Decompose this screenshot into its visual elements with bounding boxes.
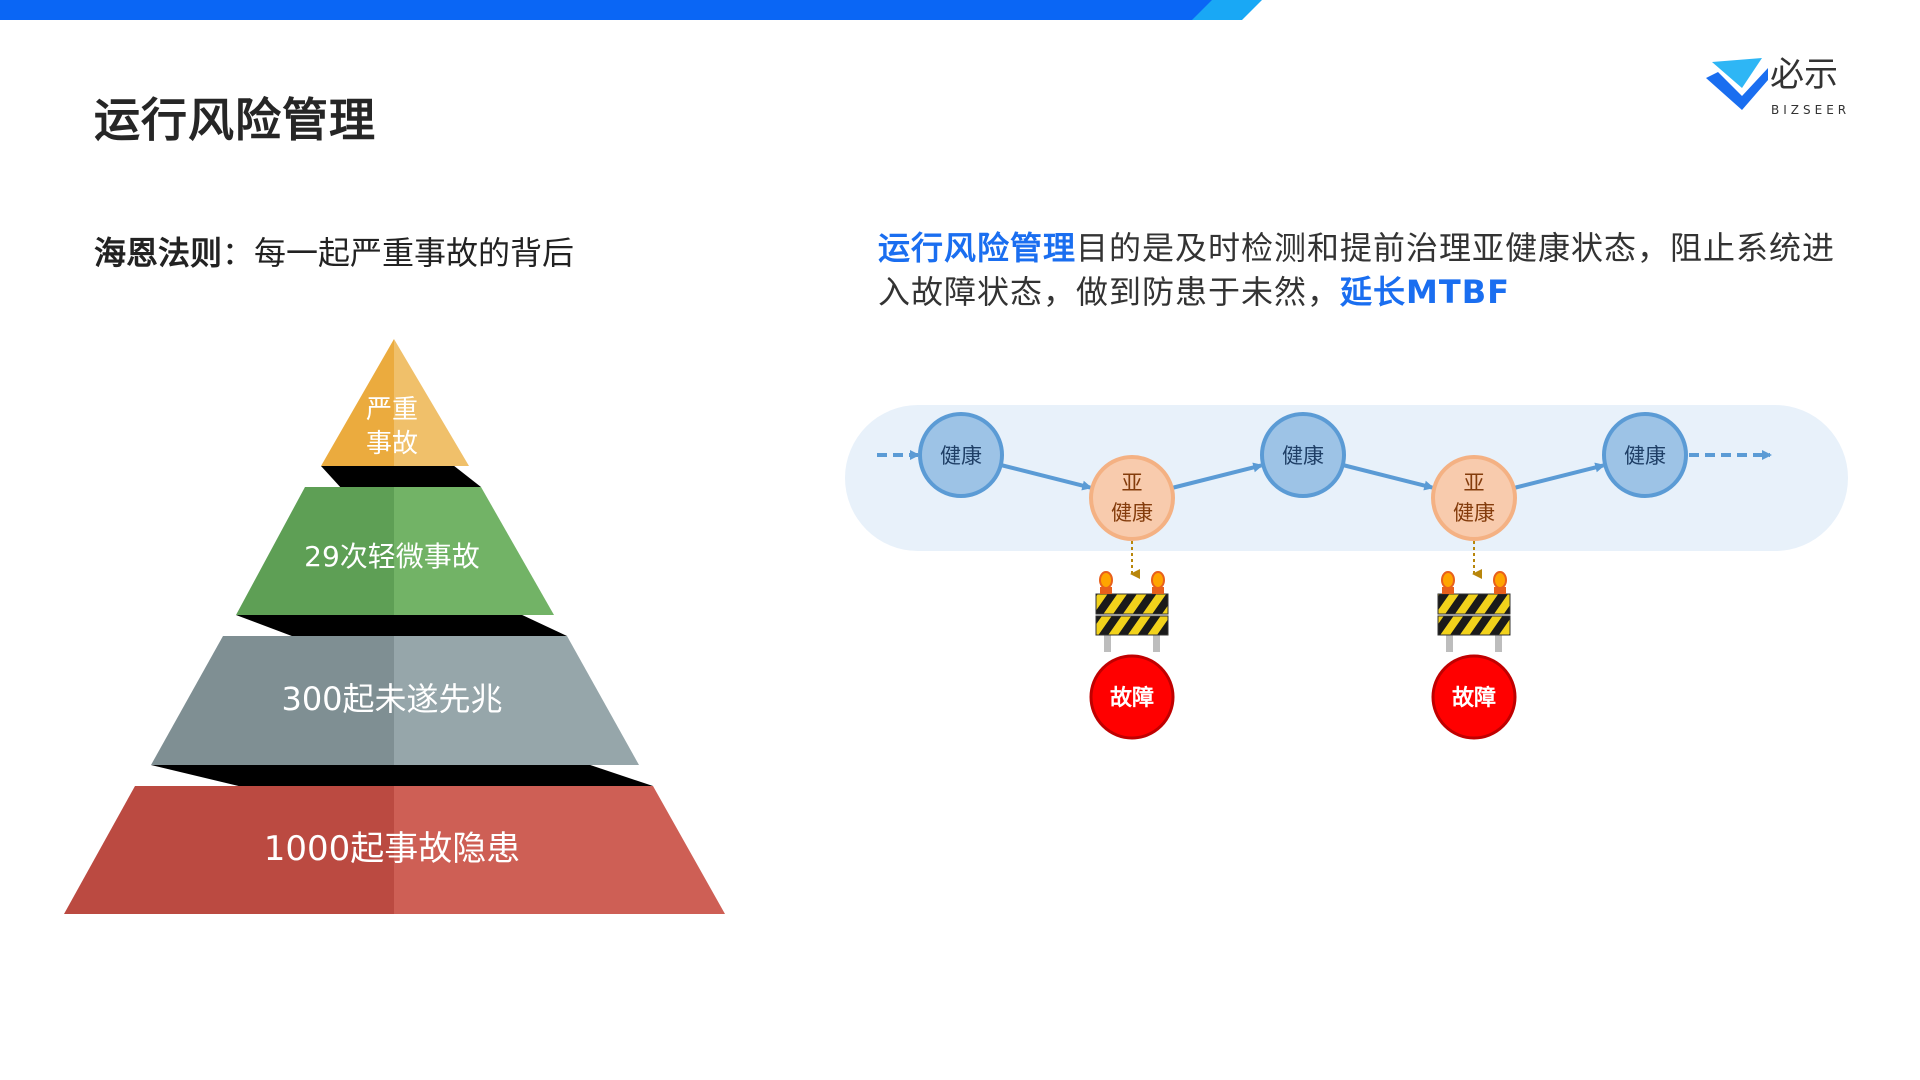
pyramid-tier-label: 严重: [366, 395, 418, 425]
pyramid-tier-label: 事故: [366, 429, 418, 459]
pyramid-tier-left: [321, 339, 394, 466]
logo-en: BIZSEER: [1771, 103, 1850, 117]
pyramid-tier-right: [394, 339, 469, 466]
healthy-node: [918, 412, 1004, 498]
heading-text: 每一起严重事故的背后: [254, 234, 575, 272]
para-highlight-1: 运行风险管理: [878, 229, 1077, 267]
healthy-label: 健康: [1282, 444, 1324, 468]
pyramid-tier-left: [151, 636, 394, 765]
pyramid-shadow: [236, 615, 567, 636]
fault-label: 故障: [1452, 685, 1496, 711]
pyramid-tier-right: [394, 636, 639, 765]
subhealthy-node: [1431, 455, 1517, 541]
subhealthy-label-1: 亚: [1122, 471, 1143, 495]
healthy-node: [1260, 412, 1346, 498]
para-text: 目的是及时检测和提前治理亚健康状态，阻止系统进入故障状态，做到防患于未然，: [878, 229, 1836, 311]
heading-sep: ：: [222, 234, 255, 272]
pyramid-tier-label: 300起未遂先兆: [281, 680, 502, 718]
barrier-icon: [1095, 571, 1169, 652]
subhealthy-label-1: 亚: [1464, 471, 1485, 495]
pyramid-tier-label: 1000起事故隐患: [264, 829, 521, 869]
subhealthy-label-2: 健康: [1111, 501, 1153, 525]
subhealthy-label-2: 健康: [1453, 501, 1495, 525]
barrier-icon: [1437, 571, 1511, 652]
top-brand-bar: [0, 0, 1212, 20]
logo-cn: 必示: [1770, 55, 1838, 95]
heading-bold: 海恩法则: [94, 234, 223, 272]
page-title: 运行风险管理: [94, 93, 376, 147]
bizseer-logo: 必示 BIZSEER: [1706, 55, 1850, 117]
fault-node: [1089, 654, 1175, 740]
subhealthy-node: [1089, 455, 1175, 541]
fault-label: 故障: [1110, 685, 1154, 711]
heinrich-pyramid: 严重事故 29次轻微事故 300起未遂先兆 1000起事故隐患: [64, 339, 725, 914]
pyramid-shadow: [151, 765, 653, 786]
para-highlight-2: 延长MTBF: [1340, 273, 1510, 311]
flow-arrow: [1513, 462, 1606, 490]
healthy-label: 健康: [1624, 444, 1666, 468]
description-paragraph: 运行风险管理目的是及时检测和提前治理亚健康状态，阻止系统进入故障状态，做到防患于…: [878, 226, 1838, 314]
flow-arrow: [1171, 462, 1264, 490]
pyramid-shadow: [321, 466, 481, 487]
pyramid-tier-label: 29次轻微事故: [304, 540, 480, 573]
heinrich-law-heading: 海恩法则：每一起严重事故的背后: [94, 228, 574, 274]
pyramid-tier-right: [394, 487, 554, 615]
flow-arrow: [1342, 463, 1435, 491]
pyramid-tier-right: [394, 786, 725, 914]
healthy-node: [1602, 412, 1688, 498]
pyramid-tier-left: [64, 786, 394, 914]
pyramid-tier-left: [236, 487, 394, 615]
fault-node: [1431, 654, 1517, 740]
healthy-label: 健康: [940, 444, 982, 468]
flow-arrow: [1000, 463, 1093, 491]
